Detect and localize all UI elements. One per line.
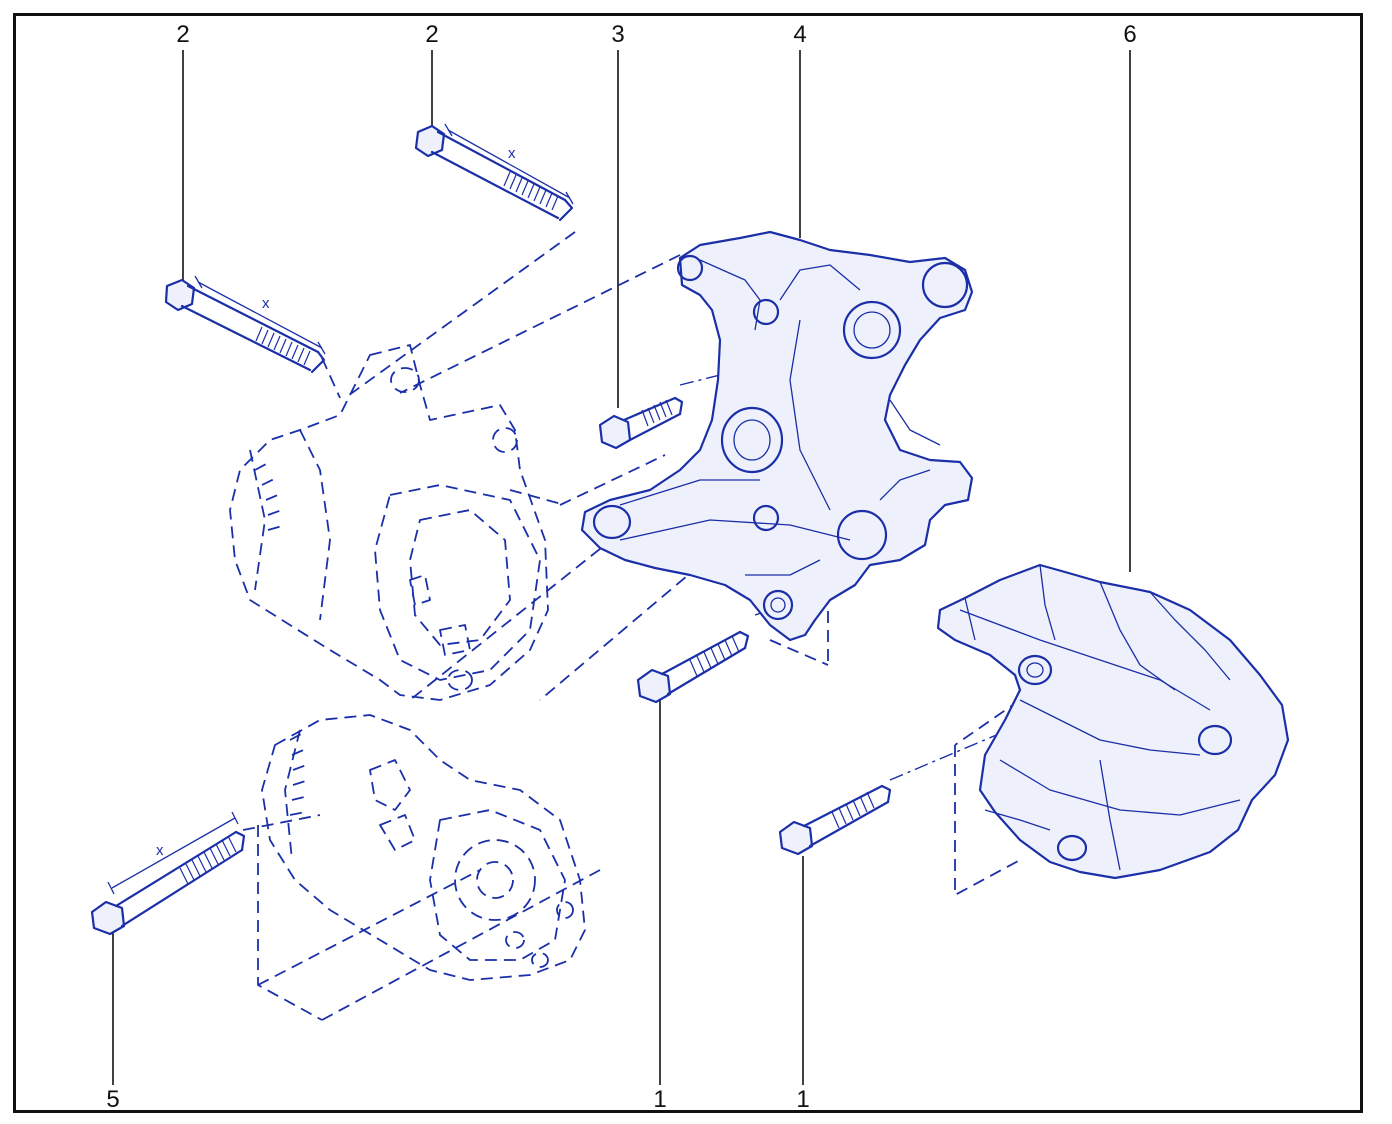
- dimension-x-lower: x: [156, 842, 164, 859]
- bracket-4: [580, 230, 974, 642]
- mount-6: [936, 563, 1290, 880]
- bolt-3: [598, 396, 684, 450]
- callout-1-middle: 1: [653, 1086, 667, 1113]
- callout-1-right: 1: [796, 1086, 810, 1113]
- bolt-2-left: x: [164, 275, 326, 374]
- callout-2-left: 2: [176, 21, 190, 48]
- bolt-2-upper: x: [414, 123, 574, 222]
- compressor-ghost: [261, 714, 586, 981]
- dimension-x-upper: x: [508, 145, 516, 162]
- bolt-1-right: [778, 784, 892, 856]
- callout-4: 4: [793, 21, 807, 48]
- bolt-5: x: [90, 811, 246, 936]
- callout-2-upper: 2: [425, 21, 439, 48]
- diagram-frame: [13, 13, 1363, 1113]
- leader-lines: [112, 50, 1131, 1085]
- callout-3: 3: [611, 21, 625, 48]
- bolt-1-middle: [636, 630, 750, 704]
- callout-6: 6: [1123, 21, 1137, 48]
- callout-5: 5: [106, 1086, 120, 1113]
- alternator-ghost: [229, 344, 549, 701]
- dimension-x-left: x: [262, 295, 270, 312]
